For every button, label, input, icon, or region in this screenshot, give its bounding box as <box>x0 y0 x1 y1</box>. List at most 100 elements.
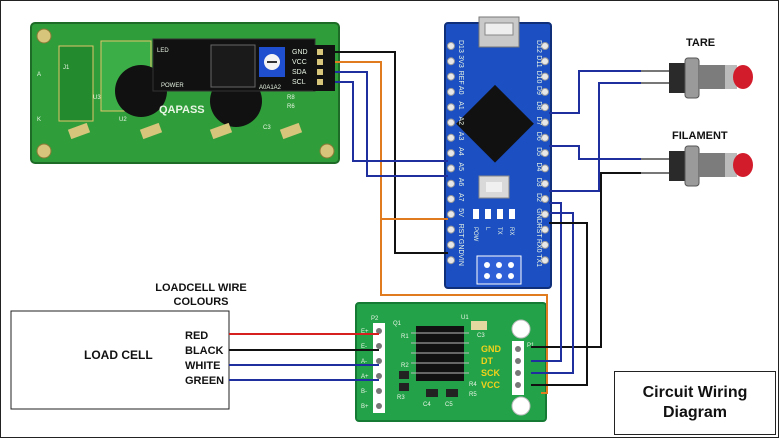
hx-left-pin-label: B+ <box>361 404 369 410</box>
wire-lcd-scl <box>335 81 448 162</box>
lcd-addr-label: A0A1A2 <box>259 85 282 91</box>
hx-right-pin-label: VCC <box>481 380 501 390</box>
nano-right-pin-label: RST <box>535 224 542 239</box>
nano-left-pin-hole <box>447 225 455 234</box>
hx-right-pin-label: GND <box>481 344 502 354</box>
wire-hx-vcc <box>380 219 548 394</box>
wire-label-red: RED <box>185 330 208 342</box>
lcd-c3-label: C3 <box>263 125 271 131</box>
nano-right-pin-hole <box>541 87 549 96</box>
nano-right-pin-hole <box>541 103 549 112</box>
nano-right-pin-hole <box>541 72 549 81</box>
hx-u1-label: U1 <box>461 315 469 321</box>
hx-r4-label: R4 <box>469 382 477 388</box>
nano-right-pin-label: D11 <box>535 55 542 67</box>
filament-button-photo: FILAMENT <box>639 130 765 195</box>
lcd-pin-scl: SCL <box>292 79 306 86</box>
nano-left-pin-label: A7 <box>457 193 464 202</box>
lcd-r6-label: R6 <box>287 104 295 110</box>
nano-left-pin-label: D13 <box>457 40 464 53</box>
nano-left-pin-hole <box>447 87 455 96</box>
nano-right-pin-hole <box>541 133 549 142</box>
loadcell-caption-line1: LOADCELL WIRE <box>155 282 246 294</box>
nano-left-pin-hole <box>447 195 455 203</box>
wire-lcd-sda <box>335 71 448 177</box>
nano-left-pin-hole <box>447 72 455 81</box>
wire-hx-dt <box>531 202 562 362</box>
nano-left-pin-label: 3V3 <box>457 55 464 68</box>
nano-left-pin-hole <box>447 240 455 249</box>
nano-left-pin-hole <box>447 133 455 142</box>
nano-left-pin-hole <box>447 42 455 50</box>
wire-lcd-vcc <box>335 61 448 220</box>
nano-left-pin-label: A4 <box>457 147 464 156</box>
nano-right-pin-hole <box>541 149 549 158</box>
hx-r1-label: R1 <box>401 334 409 340</box>
nano-right-pin-label: GND <box>535 208 542 224</box>
lcd-u3-label: U3 <box>93 95 101 101</box>
arduino-nano: POW L TX RX D133V3REFA0A1A2A3A4A5A6A75VR… <box>444 16 552 289</box>
lcd-module: QAPASS LED POWER U2 U3 A0A1A2 J1 R8 R6 C… <box>30 22 340 164</box>
nano-right-pin-label: RX0 <box>535 239 542 253</box>
nano-left-pin-hole <box>447 256 455 265</box>
wire-label-black: BLACK <box>185 345 224 357</box>
nano-right-pin-hole <box>541 225 549 234</box>
nano-right-pin-label: D10 <box>535 71 542 84</box>
nano-right-pin-label: D5 <box>535 147 542 156</box>
nano-right-pin-label: D9 <box>535 86 542 95</box>
hx-right-pin-label: DT <box>481 356 493 366</box>
hx-left-pin-label: E- <box>361 344 367 350</box>
hx-left-pin-label: A+ <box>361 374 369 380</box>
wire-hx-sck <box>531 212 574 374</box>
nano-left-pin-label: A3 <box>457 132 464 141</box>
nano-left-pin-label: 5V <box>457 208 464 217</box>
lcd-pin-vcc: VCC <box>292 59 307 66</box>
lcd-pin-sda: SDA <box>292 69 307 76</box>
wire-filament-1 <box>549 145 641 160</box>
nano-right-pin-label: D6 <box>535 132 542 141</box>
hx-right-pin-label: SCK <box>481 368 501 378</box>
hx711-board: U1 P2 Q1 R1 R2 C3 C4 C5 R3 R4 R5 P1 E+E-… <box>355 302 547 422</box>
load-cell-label: LOAD CELL <box>84 348 153 362</box>
nano-right-pin-hole <box>541 195 549 203</box>
nano-right-pin-label: D7 <box>535 117 542 126</box>
nano-left-pin-label: A6 <box>457 178 464 187</box>
nano-left-pin-hole <box>447 149 455 158</box>
nano-left-pin-hole <box>447 57 455 66</box>
lcd-u2-label: U2 <box>119 117 127 123</box>
hx-left-pin-label: E+ <box>361 329 369 335</box>
lcd-r8-label: R8 <box>287 95 295 101</box>
nano-left-pin-label: A2 <box>457 117 464 126</box>
filament-label: FILAMENT <box>672 130 728 142</box>
hx-p2-label: P2 <box>371 316 379 322</box>
hx-c5-label: C5 <box>445 402 453 408</box>
lcd-k-label: K <box>37 117 41 123</box>
nano-right-pin-label: D2 <box>535 193 542 202</box>
nano-led-tx: TX <box>496 227 502 235</box>
hx-left-labels: E+ E- A- A+ B- B+ <box>361 329 369 410</box>
nano-led-rx: RX <box>508 227 514 235</box>
lcd-led-label: LED <box>157 48 169 54</box>
hx-r2-label: R2 <box>401 363 409 369</box>
nano-right-pin-hole <box>541 256 549 265</box>
nano-left-pin-hole <box>447 210 455 219</box>
nano-left-pin-label: VIN <box>457 254 464 266</box>
hx-left-pin-label: B- <box>361 389 367 395</box>
hx-q1-label: Q1 <box>393 321 402 327</box>
nano-right-pin-label: D4 <box>535 162 542 171</box>
lcd-pin-gnd: GND <box>292 49 308 56</box>
nano-right-pin-hole <box>541 179 549 188</box>
lcd-power-label: POWER <box>161 83 184 89</box>
diagram-title-line2: Diagram <box>662 404 728 421</box>
hx-r3-label: R3 <box>397 395 405 401</box>
lcd-j1-label: J1 <box>63 65 70 71</box>
nano-right-pin-label: D12 <box>535 40 542 53</box>
hx-left-pin-label: A- <box>361 359 367 365</box>
nano-right-pin-label: D8 <box>535 101 542 110</box>
wire-label-white: WHITE <box>185 360 220 372</box>
load-cell-box: LOAD CELL LOADCELL WIRE COLOURS RED BLAC… <box>10 282 247 410</box>
